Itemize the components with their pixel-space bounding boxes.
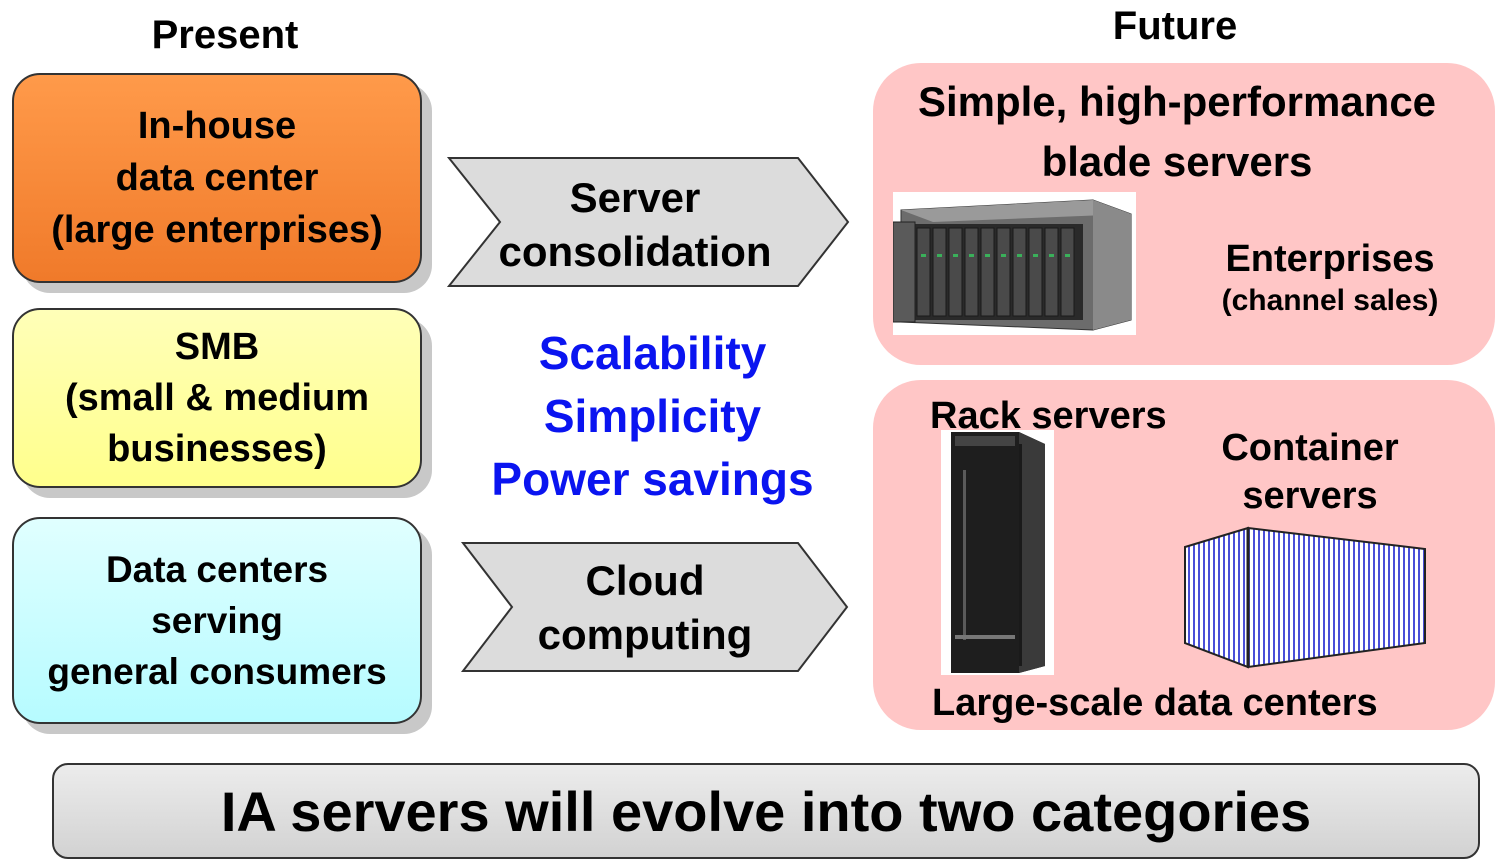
box-line: (large enterprises) (51, 209, 383, 251)
blade-title-line: blade servers (1041, 138, 1313, 185)
benefit-scalability: Scalability (538, 327, 767, 379)
rack-server-image (941, 430, 1054, 675)
future-heading: Future (1112, 4, 1238, 48)
box-line: general consumers (47, 651, 387, 692)
conclusion-text: IA servers will evolve into two categori… (220, 779, 1312, 843)
benefit-simplicity: Simplicity (543, 390, 762, 442)
container-label-line: servers (1242, 475, 1378, 517)
box-line: In-house (137, 105, 297, 147)
blade-server-image (893, 192, 1136, 335)
cloud-computing-arrow (460, 542, 849, 672)
enterprises-segment: Enterprises (channel sales) (1175, 235, 1485, 319)
large-datacenters-label: Large-scale data centers (932, 682, 1378, 724)
box-inhouse-datacenter: In-house data center (large enterprises) (12, 73, 422, 283)
conclusion-banner: IA servers will evolve into two categori… (52, 763, 1480, 859)
box-line: SMB (174, 325, 260, 368)
box-line: Data centers (105, 549, 329, 590)
enterprises-label: Enterprises (1225, 238, 1435, 280)
container-servers-label: Container servers (1175, 424, 1445, 520)
box-line: serving (151, 600, 283, 641)
container-server-image (1184, 526, 1426, 669)
blade-panel-title: Simple, high-performance blade servers (873, 72, 1481, 192)
benefits-list: Scalability Simplicity Power savings (440, 322, 865, 511)
benefit-power-savings: Power savings (491, 453, 814, 505)
cloud-computing-label: Cloud computing (480, 554, 810, 662)
box-consumer-datacenters: Data centers serving general consumers (12, 517, 422, 724)
arrow-label-line: consolidation (498, 228, 772, 275)
container-label-line: Container (1221, 427, 1399, 469)
box-line: (small & medium (64, 376, 370, 419)
channel-sales-note: (channel sales) (1221, 284, 1439, 317)
arrow-label-line: computing (537, 611, 753, 658)
box-line: data center (115, 157, 319, 199)
blade-title-line: Simple, high-performance (917, 78, 1437, 125)
box-smb: SMB (small & medium businesses) (12, 308, 422, 488)
arrow-label-line: Server (569, 174, 701, 221)
arrow-label-line: Cloud (585, 557, 705, 604)
present-heading: Present (151, 13, 299, 57)
server-consolidation-label: Server consolidation (470, 171, 800, 279)
server-consolidation-arrow (446, 157, 850, 287)
box-line: businesses) (107, 427, 327, 470)
